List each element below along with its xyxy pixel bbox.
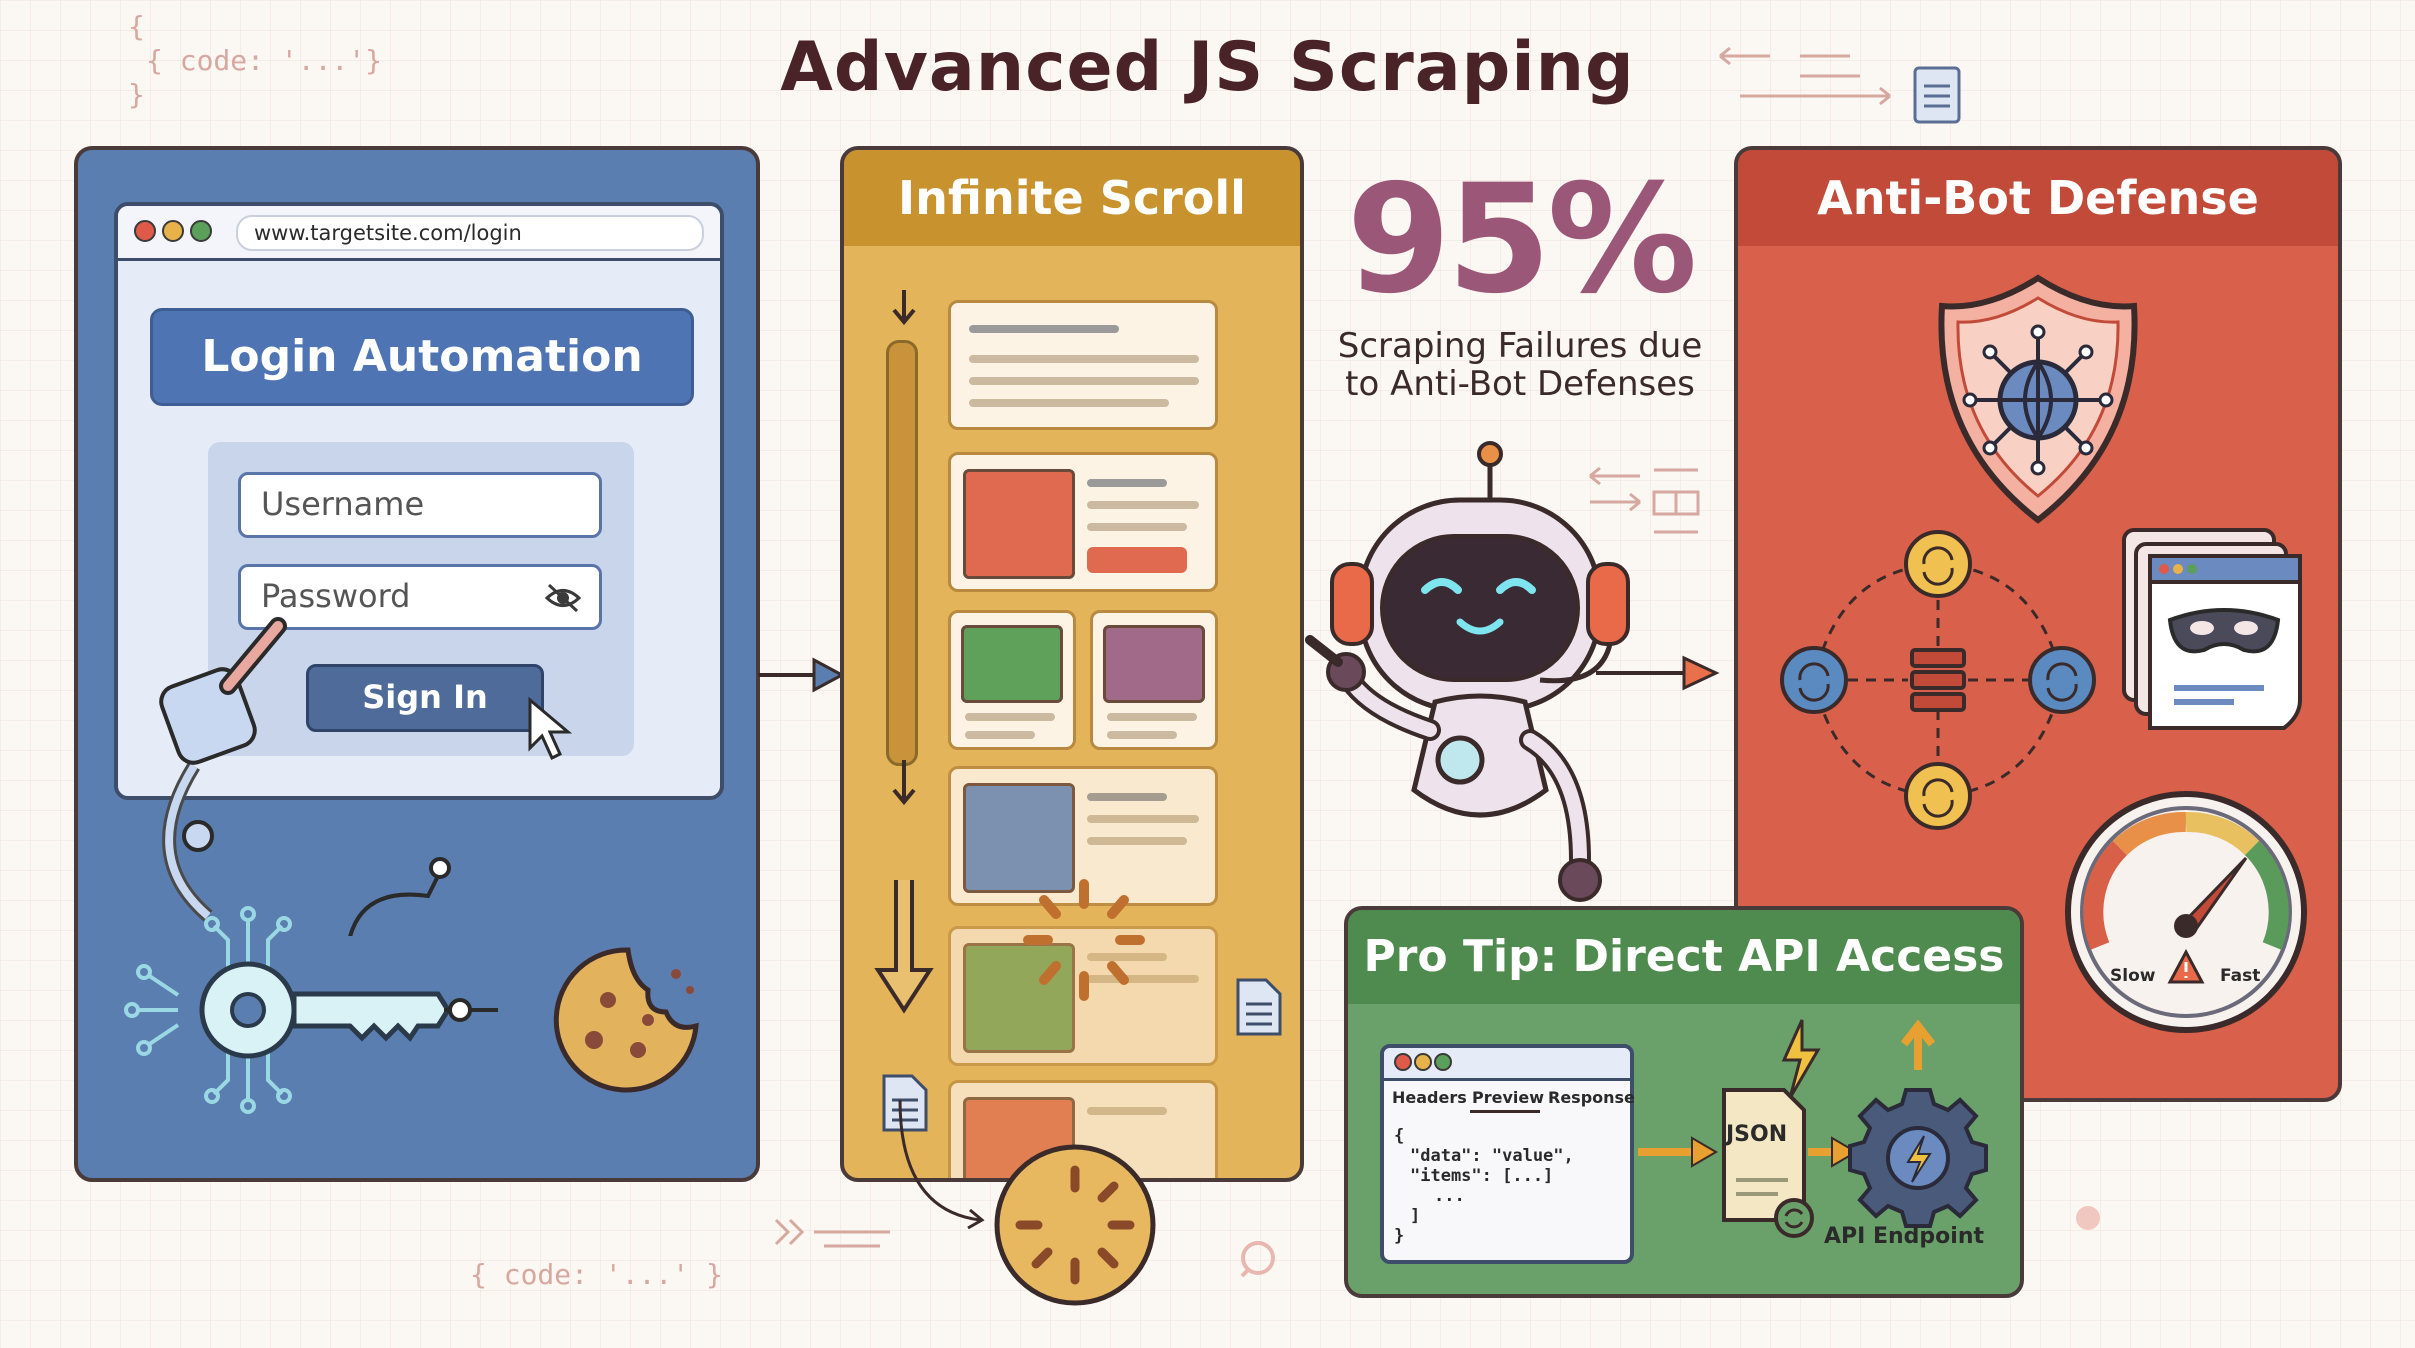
loading-spinner-icon: [1023, 879, 1145, 1001]
minimize-dot-icon[interactable]: [162, 220, 184, 242]
document-icon-2: [882, 1074, 928, 1132]
flow-arrow-1: [758, 657, 846, 693]
robot-mascot-icon: [1305, 441, 1630, 902]
feed-card-3: [948, 610, 1076, 750]
proxy-rotation-icon: [1780, 530, 2096, 830]
anti-bot-panel: Anti-Bot Defense: [1734, 146, 2342, 1102]
tab-active-underline: [1470, 1110, 1540, 1113]
stat-caption-line-2: to Anti-Bot Defenses: [1345, 364, 1695, 404]
page-title: Advanced JS Scraping: [780, 28, 1635, 107]
devtools-title-bar: [1384, 1048, 1630, 1081]
code-decor-top-1: {: [128, 10, 145, 43]
devtools-window: Headers Preview Response { "data": "valu…: [1380, 1044, 1635, 1264]
tab-preview[interactable]: Preview: [1472, 1088, 1545, 1107]
fast-forward-decor-icon: [774, 1218, 890, 1248]
password-field[interactable]: Password: [238, 564, 602, 630]
devtools-minimize-dot-icon[interactable]: [1414, 1053, 1432, 1071]
feed-card-2: [948, 452, 1218, 592]
magnifier-decor-icon: [1240, 1241, 1275, 1278]
infinite-scroll-panel: Infinite Scroll: [840, 146, 1304, 1182]
reload-curve-arrow: [898, 1099, 985, 1230]
eye-off-icon[interactable]: [543, 581, 583, 615]
code-line: }: [1394, 1226, 1405, 1246]
infinite-scroll-header: Infinite Scroll: [844, 150, 1300, 246]
code-line: {: [1394, 1126, 1405, 1146]
flow-arrow-2: [1596, 655, 1720, 691]
scrollbar-track[interactable]: [886, 340, 918, 766]
code-decor-top-3: }: [128, 78, 145, 111]
api-endpoint-label: API Endpoint: [1824, 1224, 1985, 1249]
mask-icon: [2122, 528, 2302, 730]
pro-tip-panel: Pro Tip: Direct API Access Headers Previ…: [1344, 906, 2024, 1298]
maximize-dot-icon[interactable]: [190, 220, 212, 242]
code-line: "data": "value",: [1410, 1146, 1574, 1166]
login-browser-window: www.targetsite.com/login Login Automatio…: [114, 202, 724, 800]
exchange-decor-icon: [1589, 466, 1700, 534]
speedometer-icon: [2065, 791, 2307, 1033]
devtools-maximize-dot-icon[interactable]: [1434, 1053, 1452, 1071]
code-line: ...: [1434, 1186, 1465, 1206]
close-dot-icon[interactable]: [134, 220, 156, 242]
code-line: ]: [1410, 1206, 1421, 1226]
down-arrow-icon: [874, 290, 934, 1014]
username-field[interactable]: Username: [238, 472, 602, 538]
decor-dot: [2076, 1206, 2100, 1230]
code-decor-top-2: { code: '...'}: [146, 44, 383, 77]
stat-caption-line-1: Scraping Failures due: [1337, 326, 1703, 366]
code-line: "items": [...]: [1410, 1166, 1554, 1186]
code-decor-bottom: { code: '...' }: [470, 1258, 723, 1291]
feed-card-1: [948, 300, 1218, 430]
devtools-close-dot-icon[interactable]: [1394, 1053, 1412, 1071]
feed-card-4: [1090, 610, 1218, 750]
key-icon: [124, 906, 498, 1114]
data-flow-decor-icon: [1719, 46, 1961, 124]
shield-globe-icon: [1938, 274, 2138, 524]
robot-hand-icon: [159, 617, 451, 936]
json-label: JSON: [1726, 1122, 1788, 1147]
cookie-icon: [553, 947, 699, 1093]
api-flow-icon: [1638, 1019, 1988, 1238]
login-form: Username Password Sign In: [208, 442, 634, 756]
login-panel: www.targetsite.com/login Login Automatio…: [74, 146, 760, 1182]
browser-title-bar: www.targetsite.com/login: [118, 206, 720, 261]
gauge-slow-label: Slow: [2110, 966, 2156, 986]
password-placeholder: Password: [261, 577, 411, 615]
stat-value: 95%: [1346, 153, 1697, 327]
pro-tip-header: Pro Tip: Direct API Access: [1348, 910, 2020, 1004]
gauge-fast-label: Fast: [2220, 966, 2261, 986]
tab-headers[interactable]: Headers: [1392, 1088, 1467, 1107]
loading-spinner-bottom-icon: [994, 1144, 1156, 1306]
address-bar[interactable]: www.targetsite.com/login: [236, 215, 704, 251]
response-code: { "data": "value", "items": [...] ... ] …: [1394, 1126, 1574, 1246]
tab-response[interactable]: Response: [1548, 1088, 1635, 1107]
login-automation-banner: Login Automation: [150, 308, 694, 406]
anti-bot-header: Anti-Bot Defense: [1738, 150, 2338, 246]
sign-in-button[interactable]: Sign In: [306, 664, 544, 732]
document-icon: [1236, 978, 1282, 1036]
cursor-icon: [528, 696, 573, 761]
